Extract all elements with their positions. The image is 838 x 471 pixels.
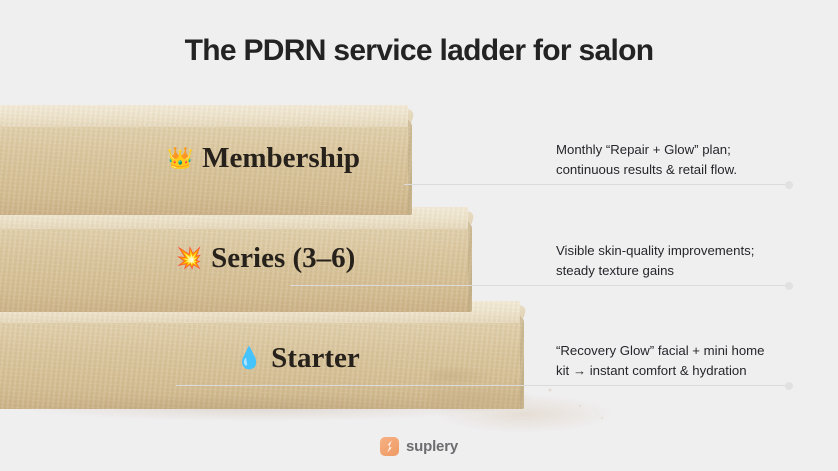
description-series: Visible skin-quality improvements; stead… [556,241,818,281]
step-tread-membership [0,105,408,127]
droplet-icon: 💧 [236,346,263,370]
connector-line-starter [176,381,793,390]
stair-illustration [0,105,660,448]
crown-icon: 👑 [167,146,194,170]
description-line-2: continuous results & retail flow. [556,161,738,177]
step-label-text-membership: Membership [202,142,361,174]
description-line-1: “Recovery Glow” facial + mini home [556,343,765,358]
step-label-text-starter: Starter [271,342,360,374]
step-label-starter: 💧 Starter [236,342,360,375]
page-title: The PDRN service ladder for salon [184,34,654,67]
connector-node-membership [785,180,793,189]
description-line-1: Monthly “Repair + Glow” plan; [556,142,731,157]
description-line-2: kit → instant comfort & hydration [556,362,747,378]
connector-node-starter [785,381,793,390]
brand-footer: suplery [0,437,838,456]
connector-line-membership [404,180,793,189]
connector-node-series [785,281,793,290]
description-membership: Monthly “Repair + Glow” plan; continuous… [556,140,818,180]
connector-line-series [290,281,793,290]
brand-name: suplery [406,438,458,455]
collision-icon: 💥 [176,246,203,270]
description-starter: “Recovery Glow” facial + mini home kit →… [556,341,818,381]
step-label-membership: 👑 Membership [167,142,360,175]
description-line-1: Visible skin-quality improvements; [556,243,755,258]
step-label-text-series: Series (3–6) [211,242,356,274]
step-label-series: 💥 Series (3–6) [176,242,355,275]
suplery-logo-icon [380,437,400,456]
description-line-2: steady texture gains [556,262,675,278]
